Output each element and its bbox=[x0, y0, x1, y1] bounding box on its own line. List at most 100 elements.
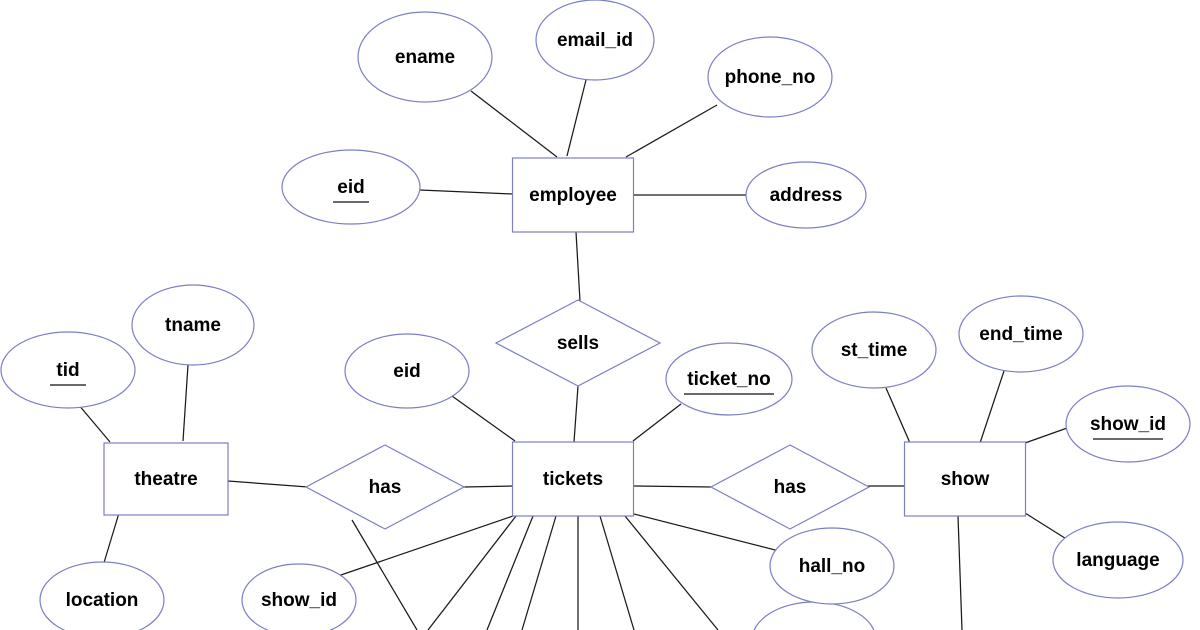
edge-tid-theatre bbox=[77, 403, 111, 443]
attribute-label: show_id bbox=[261, 590, 337, 611]
attribute-label: location bbox=[66, 590, 139, 611]
attribute-tic-hall-no[interactable]: hall_no bbox=[769, 527, 895, 605]
relationship-diamond bbox=[304, 444, 466, 530]
edge-phoneno-employee bbox=[625, 104, 718, 158]
attribute-ellipse bbox=[241, 563, 357, 630]
entity-label: tickets bbox=[543, 469, 603, 490]
partial-bottom-1 bbox=[753, 601, 875, 630]
edge-hasleft-down bbox=[351, 519, 418, 630]
entity-rect bbox=[511, 157, 635, 233]
relationship-sells[interactable]: sells bbox=[494, 299, 662, 387]
edge-show-down bbox=[957, 515, 963, 630]
attribute-ellipse bbox=[745, 161, 867, 229]
attribute-ellipse bbox=[281, 149, 421, 225]
attribute-label: address bbox=[770, 185, 843, 206]
attribute-ellipse bbox=[0, 331, 136, 409]
entity-label: theatre bbox=[134, 469, 197, 490]
attribute-label: show_id bbox=[1090, 414, 1166, 435]
attribute-label: end_time bbox=[979, 324, 1062, 345]
edge-endtime-show bbox=[979, 370, 1005, 444]
entity-label: employee bbox=[529, 185, 617, 206]
edge-tname-theatre bbox=[182, 364, 189, 442]
attribute-show-end-time[interactable]: end_time bbox=[958, 295, 1084, 373]
attribute-show-show-id[interactable]: show_id bbox=[1065, 385, 1191, 463]
attribute-emp-phone-no[interactable]: phone_no bbox=[707, 36, 833, 118]
attribute-emp-address[interactable]: address bbox=[745, 161, 867, 229]
attribute-tic-show-id[interactable]: show_id bbox=[241, 563, 357, 630]
edge-tickets-showid bbox=[337, 514, 517, 577]
relationships-layer: sells has has bbox=[304, 299, 871, 530]
attribute-show-st-time[interactable]: st_time bbox=[811, 311, 937, 389]
entity-theatre[interactable]: theatre bbox=[103, 442, 229, 516]
edge-tickets-down-3 bbox=[521, 515, 557, 630]
edge-sttime-show bbox=[885, 387, 911, 444]
edge-ename-employee bbox=[470, 90, 558, 158]
attribute-label: phone_no bbox=[725, 67, 816, 88]
attribute-label: tid bbox=[56, 360, 79, 381]
edge-emailid-employee bbox=[566, 79, 587, 157]
partial-attributes-layer bbox=[753, 601, 875, 630]
edge-ticketno-tickets bbox=[632, 403, 682, 442]
attribute-ellipse bbox=[344, 333, 470, 409]
relationship-has-right[interactable]: has bbox=[709, 444, 871, 530]
attribute-ellipse bbox=[958, 295, 1084, 373]
edge-tickets-hasright bbox=[633, 485, 713, 488]
attribute-the-tid[interactable]: tid bbox=[0, 331, 136, 409]
attribute-ellipse bbox=[39, 561, 165, 630]
relationship-diamond bbox=[709, 444, 871, 530]
entity-employee[interactable]: employee bbox=[511, 157, 635, 233]
attribute-ellipse bbox=[131, 284, 255, 366]
entity-rect bbox=[903, 441, 1027, 517]
entity-rect bbox=[103, 442, 229, 516]
edge-theatre-hasleft bbox=[227, 480, 309, 488]
entities-layer: employee theatre tickets show bbox=[103, 157, 1027, 517]
attribute-emp-ename[interactable]: ename bbox=[357, 11, 493, 103]
attribute-label: eid bbox=[393, 361, 420, 382]
edge-hasleft-tickets bbox=[463, 485, 514, 488]
edge-employee-sells bbox=[575, 231, 581, 302]
entity-rect bbox=[511, 441, 635, 517]
entity-show[interactable]: show bbox=[903, 441, 1027, 517]
edge-language-show bbox=[1024, 512, 1069, 541]
attribute-emp-eid[interactable]: eid bbox=[281, 149, 421, 225]
attribute-ellipse bbox=[1052, 521, 1184, 599]
attribute-show-language[interactable]: language bbox=[1052, 521, 1184, 599]
attribute-label: ename bbox=[395, 47, 455, 68]
attribute-ellipse bbox=[707, 36, 833, 118]
edge-eid-employee bbox=[419, 189, 514, 195]
attribute-ellipse bbox=[1065, 385, 1191, 463]
attribute-tic-eid[interactable]: eid bbox=[344, 333, 470, 409]
edges-layer bbox=[77, 79, 1071, 630]
attribute-emp-email-id[interactable]: email_id bbox=[535, 0, 655, 81]
edge-tickets-down-2 bbox=[486, 515, 534, 630]
edge-tickets-down-5 bbox=[599, 515, 635, 630]
attribute-label: hall_no bbox=[799, 556, 866, 577]
entity-tickets[interactable]: tickets bbox=[511, 441, 635, 517]
edge-ticeid-tickets bbox=[451, 395, 516, 442]
relationship-has-left[interactable]: has bbox=[304, 444, 466, 530]
attribute-the-location[interactable]: location bbox=[39, 561, 165, 630]
attribute-label: email_id bbox=[557, 30, 633, 51]
attribute-ellipse bbox=[769, 527, 895, 605]
attribute-ellipse bbox=[811, 311, 937, 389]
attribute-tic-ticket-no[interactable]: ticket_no bbox=[665, 342, 793, 416]
attribute-ellipse bbox=[665, 342, 793, 416]
edge-sells-tickets bbox=[573, 385, 579, 443]
attribute-label: eid bbox=[337, 177, 364, 198]
relationship-label: sells bbox=[557, 333, 599, 354]
relationship-label: has bbox=[774, 477, 807, 498]
relationship-diamond bbox=[494, 299, 662, 387]
edge-showid-show bbox=[1024, 426, 1071, 444]
edge-tickets-down-6 bbox=[624, 515, 719, 630]
attribute-the-tname[interactable]: tname bbox=[131, 284, 255, 366]
relationship-label: has bbox=[369, 477, 402, 498]
attribute-label: language bbox=[1076, 550, 1159, 571]
attribute-label: ticket_no bbox=[687, 369, 770, 390]
edge-location-theatre bbox=[102, 512, 120, 567]
attribute-label: st_time bbox=[841, 340, 908, 361]
attribute-ellipse bbox=[535, 0, 655, 81]
entity-label: show bbox=[941, 469, 990, 490]
